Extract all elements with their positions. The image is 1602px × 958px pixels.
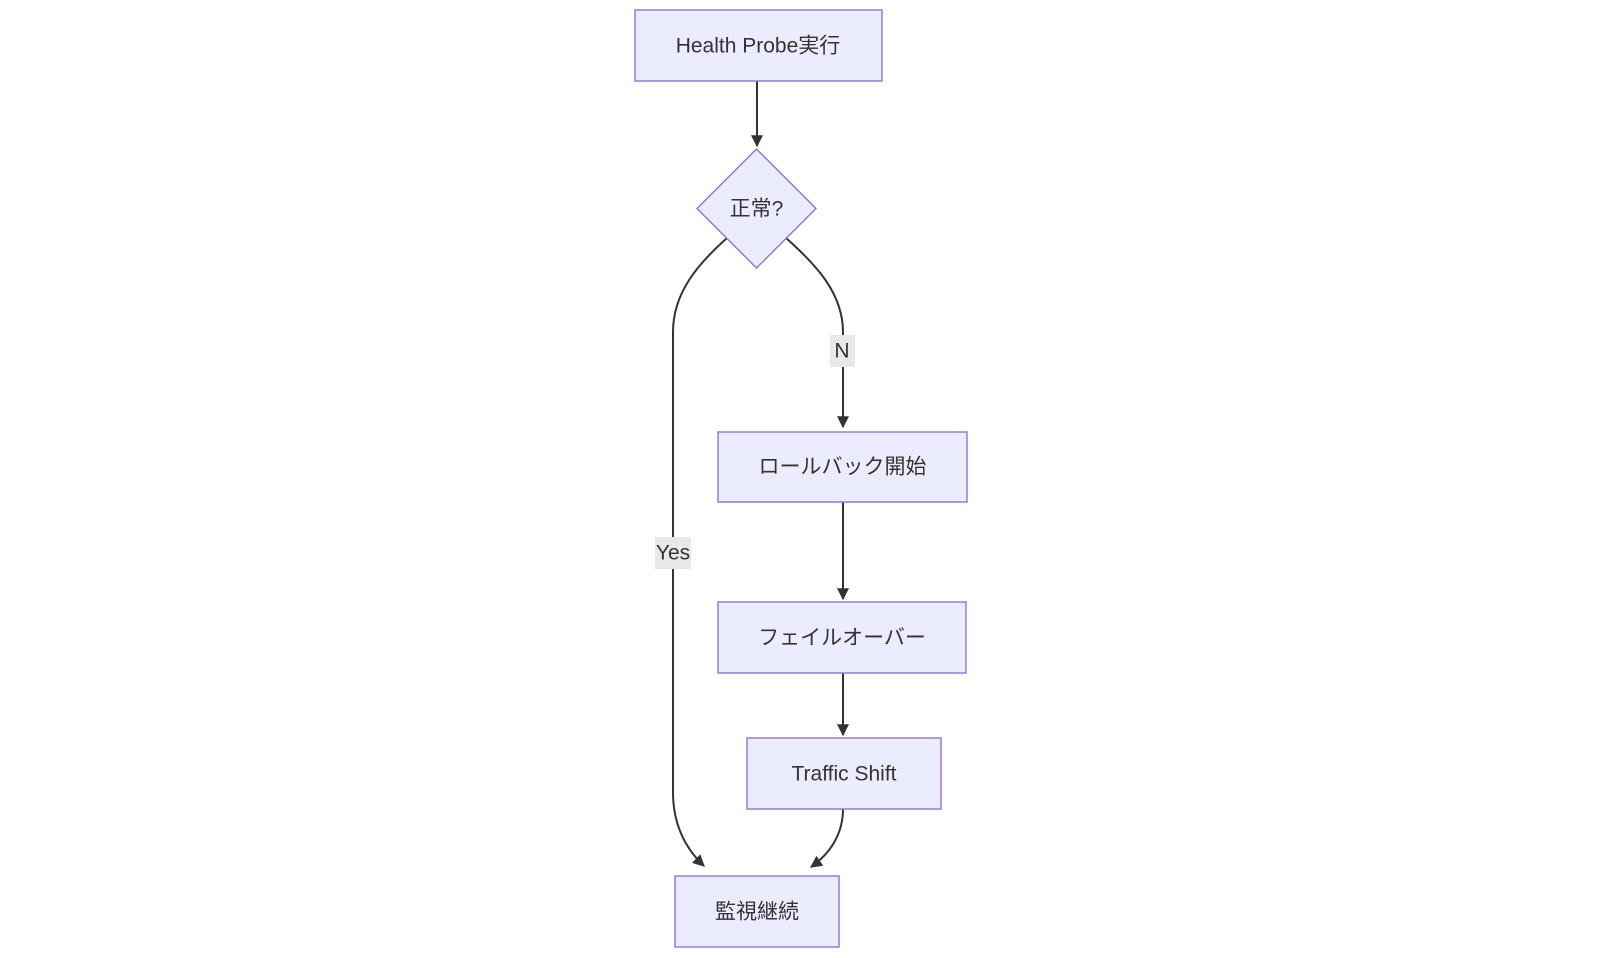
node-decision-normal-label: 正常?: [730, 198, 784, 221]
node-rollback-start: ロールバック開始: [717, 431, 968, 503]
edge-decision-to-monitor: [672, 237, 728, 867]
edge-label-n-text: N: [834, 340, 849, 363]
node-health-probe-label: Health Probe実行: [676, 35, 841, 58]
edge-decision-to-rollback: [785, 237, 849, 429]
node-traffic-shift: Traffic Shift: [746, 737, 942, 810]
node-rollback-start-label: ロールバック開始: [759, 456, 927, 479]
node-health-probe: Health Probe実行: [634, 9, 883, 82]
node-health-probe-shape: [634, 9, 883, 82]
node-failover-shape: [717, 601, 967, 674]
edge-trafficshift-to-monitor: [810, 808, 844, 868]
node-traffic-shift-shape: [746, 737, 942, 810]
node-decision-normal-shape: [696, 148, 817, 269]
node-monitor-continue: 監視継続: [674, 875, 840, 948]
node-decision-normal: 正常?: [696, 148, 817, 269]
edge-label-yes-background: [655, 537, 691, 569]
edge-label-yes-text: Yes: [656, 542, 690, 565]
node-rollback-start-shape: [717, 431, 968, 503]
edge-group: [672, 81, 849, 868]
edge-label-yes: Yes: [655, 537, 691, 569]
edge-label-n-background: [830, 335, 855, 367]
edge-label-n: N: [830, 335, 855, 367]
node-monitor-continue-label: 監視継続: [715, 901, 799, 924]
node-failover-label: フェイルオーバー: [758, 627, 926, 650]
node-monitor-continue-shape: [674, 875, 840, 948]
node-traffic-shift-label: Traffic Shift: [791, 763, 896, 786]
node-failover: フェイルオーバー: [717, 601, 967, 674]
